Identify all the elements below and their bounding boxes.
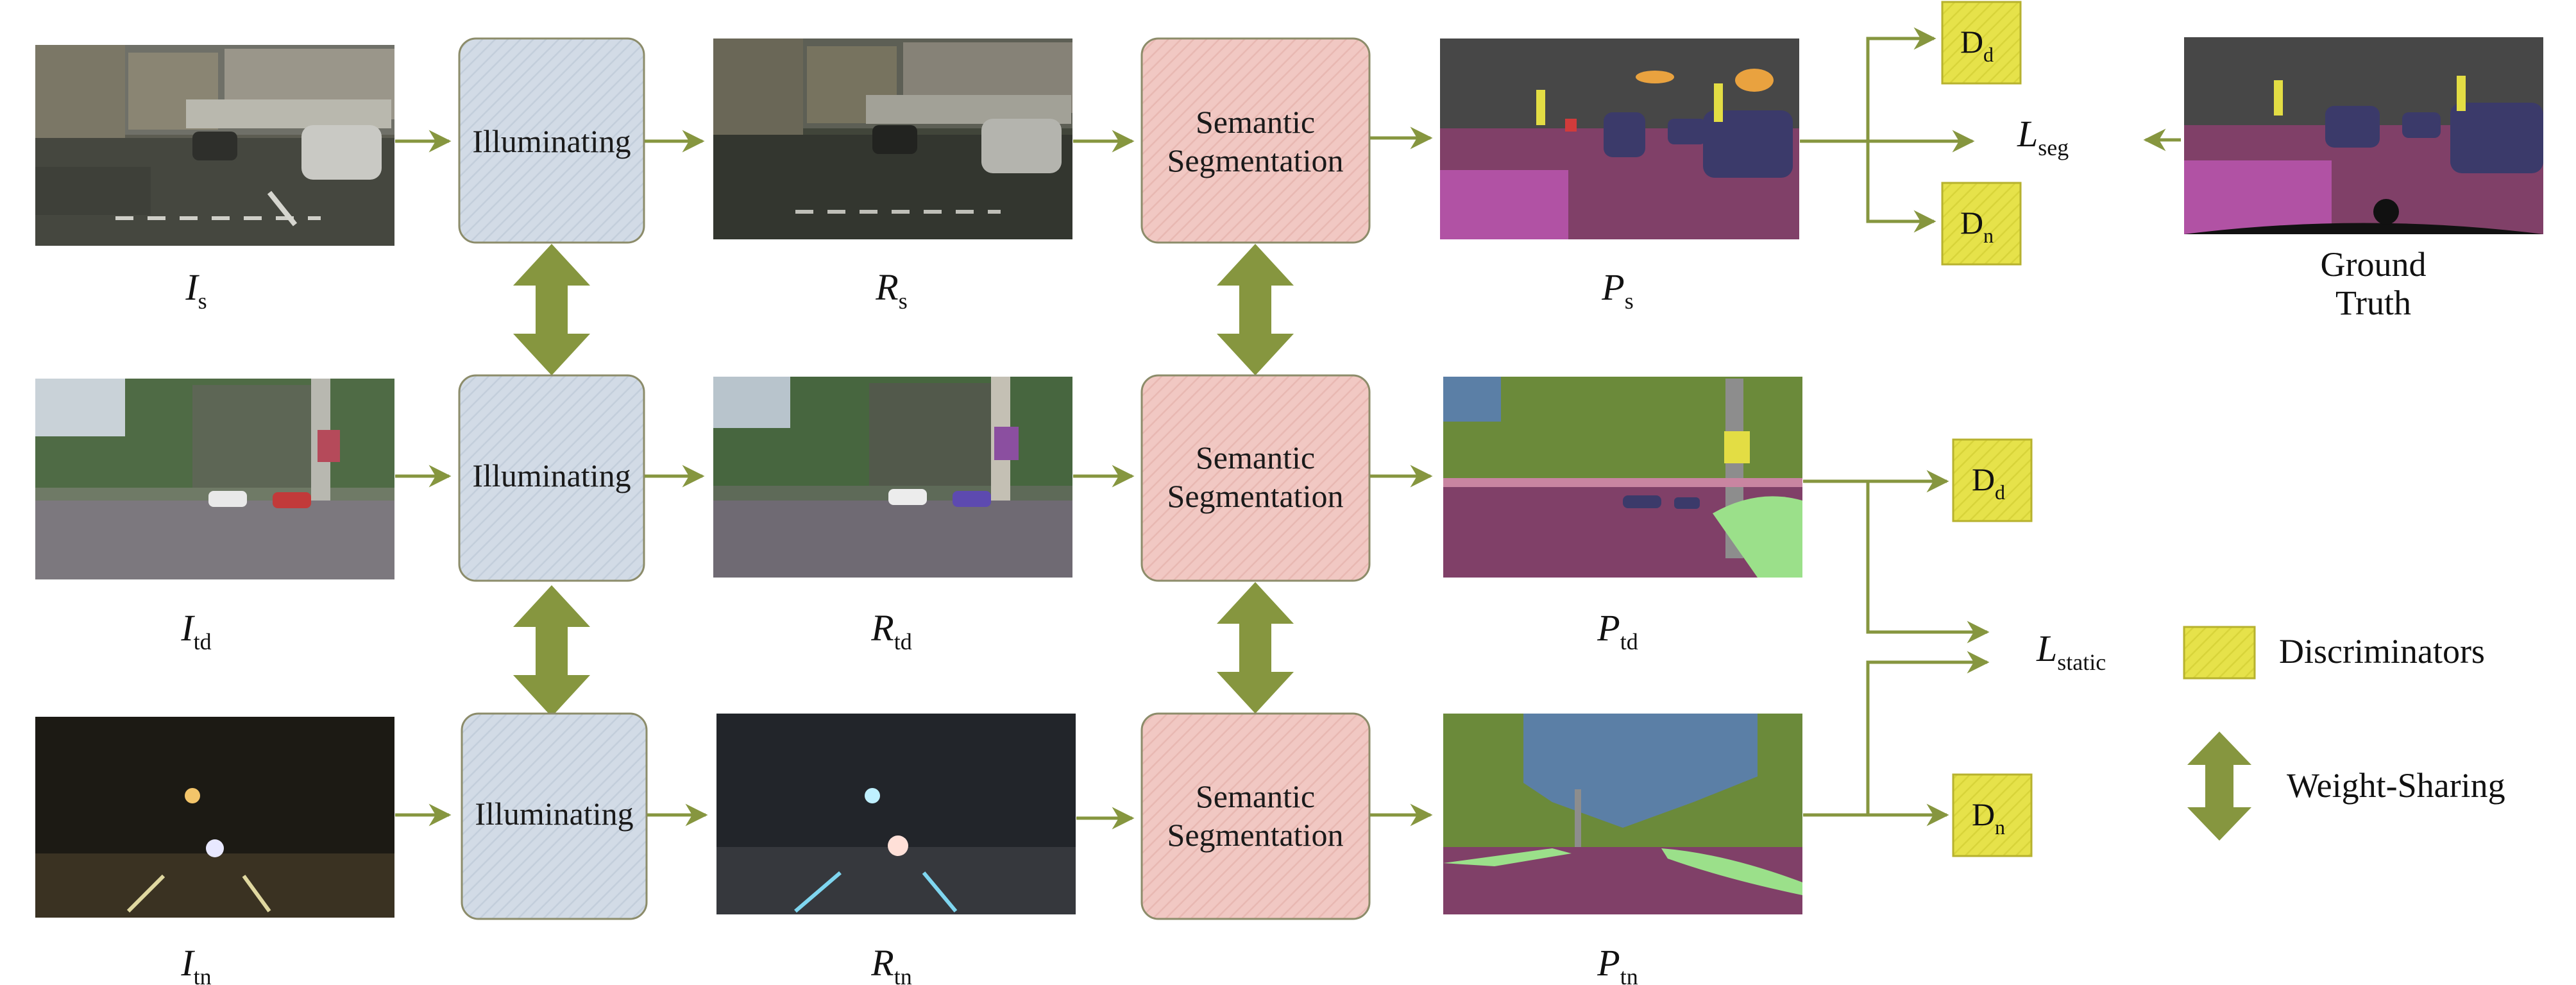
image-input-target-day [35, 379, 394, 579]
image-refined-target-night [716, 714, 1076, 914]
illuminating-label-3: Illuminating [475, 796, 633, 832]
discriminator-dn-1: Dn [1941, 182, 2022, 266]
label-itd: Itd [180, 607, 211, 655]
legend-discriminator-swatch [2183, 626, 2256, 680]
loss-static-main: L [2036, 628, 2057, 669]
label-rtd: Rtd [870, 607, 911, 655]
legend-weight-sharing-icon [2187, 732, 2251, 841]
seg-label-3b: Segmentation [1167, 817, 1344, 853]
disc-dn1-main: D [1960, 205, 1983, 241]
legend-discriminators-label: Discriminators [2279, 632, 2485, 671]
label-ps: Ps [1601, 266, 1633, 314]
ws-seg-2-3 [1217, 582, 1294, 714]
disc-dd1-sub: d [1983, 43, 1994, 66]
disc-dn2-main: D [1972, 796, 1995, 832]
discriminator-dd-2: Dd [1952, 438, 2033, 522]
image-refined-target-day [713, 377, 1072, 578]
label-itn: Itn [180, 942, 211, 985]
discriminator-dd-1: Dd [1941, 1, 2022, 85]
arrow-ptd-to-lstatic [1866, 481, 1990, 644]
image-ground-truth [2184, 37, 2543, 234]
loss-static-sub: static [2057, 649, 2106, 675]
svg-text:Dn: Dn [1972, 796, 2005, 839]
arrow-ps-to-dd [1866, 27, 1936, 141]
ws-illum-1-2 [513, 244, 590, 375]
arrow-ptn-to-lstatic [1866, 651, 1990, 815]
illuminating-label-2: Illuminating [472, 458, 631, 493]
seg-label-3a: Semantic [1196, 778, 1315, 814]
discriminator-dn-2: Dn [1952, 773, 2033, 857]
label-is: Is [185, 266, 207, 314]
row-target-day: Illuminating Semantic Segmentation [35, 374, 2033, 655]
label-ptd: Ptd [1597, 607, 1638, 655]
svg-text:Dn: Dn [1960, 205, 1994, 247]
loss-static: Lstatic [2036, 628, 2106, 675]
disc-dd2-sub: d [1995, 481, 2005, 504]
disc-dn2-sub: n [1995, 816, 2005, 839]
illuminating-box-3: Illuminating [461, 712, 648, 920]
row-target-night: Illuminating Semantic Segmentation [35, 651, 2033, 985]
svg-text:Dd: Dd [1960, 24, 1994, 66]
svg-text:Dd: Dd [1972, 461, 2005, 504]
disc-dd2-main: D [1972, 461, 1995, 497]
loss-seg-main: L [2017, 113, 2038, 155]
seg-label-2b: Segmentation [1167, 478, 1344, 514]
weight-sharing-arrows [513, 244, 1294, 717]
image-refined-source [713, 39, 1072, 239]
seg-label-1b: Segmentation [1167, 142, 1344, 178]
illuminating-label-1: Illuminating [472, 123, 631, 159]
seg-label-1a: Semantic [1196, 104, 1315, 140]
image-pred-target-day [1443, 377, 1802, 578]
image-pred-source [1440, 39, 1799, 239]
label-rs: Rs [875, 266, 907, 314]
image-pred-target-night [1443, 714, 1802, 914]
segmentation-box-1: Semantic Segmentation [1140, 37, 1371, 244]
ws-seg-1-2 [1217, 244, 1294, 375]
legend: Discriminators Weight-Sharing [2183, 626, 2505, 841]
disc-dd1-main: D [1960, 24, 1983, 60]
image-input-source [35, 45, 394, 246]
seg-label-2a: Semantic [1196, 440, 1315, 475]
loss-seg: Lseg [2017, 113, 2069, 160]
image-input-target-night [35, 717, 394, 918]
arrow-ps-to-dn [1866, 141, 1936, 233]
label-rtn: Rtn [870, 942, 911, 985]
disc-dn1-sub: n [1983, 224, 1994, 247]
illuminating-box-1: Illuminating [458, 37, 645, 244]
segmentation-box-2: Semantic Segmentation [1140, 374, 1371, 582]
legend-weight-sharing-label: Weight-Sharing [2287, 766, 2505, 805]
ws-illum-2-3 [513, 585, 590, 717]
label-ptn: Ptn [1597, 942, 1638, 985]
illuminating-box-2: Illuminating [458, 374, 645, 582]
row-source: Illuminating Semantic Segmentation [35, 1, 2543, 322]
ground-truth-line1: Ground [2321, 245, 2427, 284]
ground-truth-line2: Truth [2335, 284, 2411, 322]
loss-seg-sub: seg [2038, 135, 2069, 160]
segmentation-box-3: Semantic Segmentation [1140, 712, 1371, 920]
